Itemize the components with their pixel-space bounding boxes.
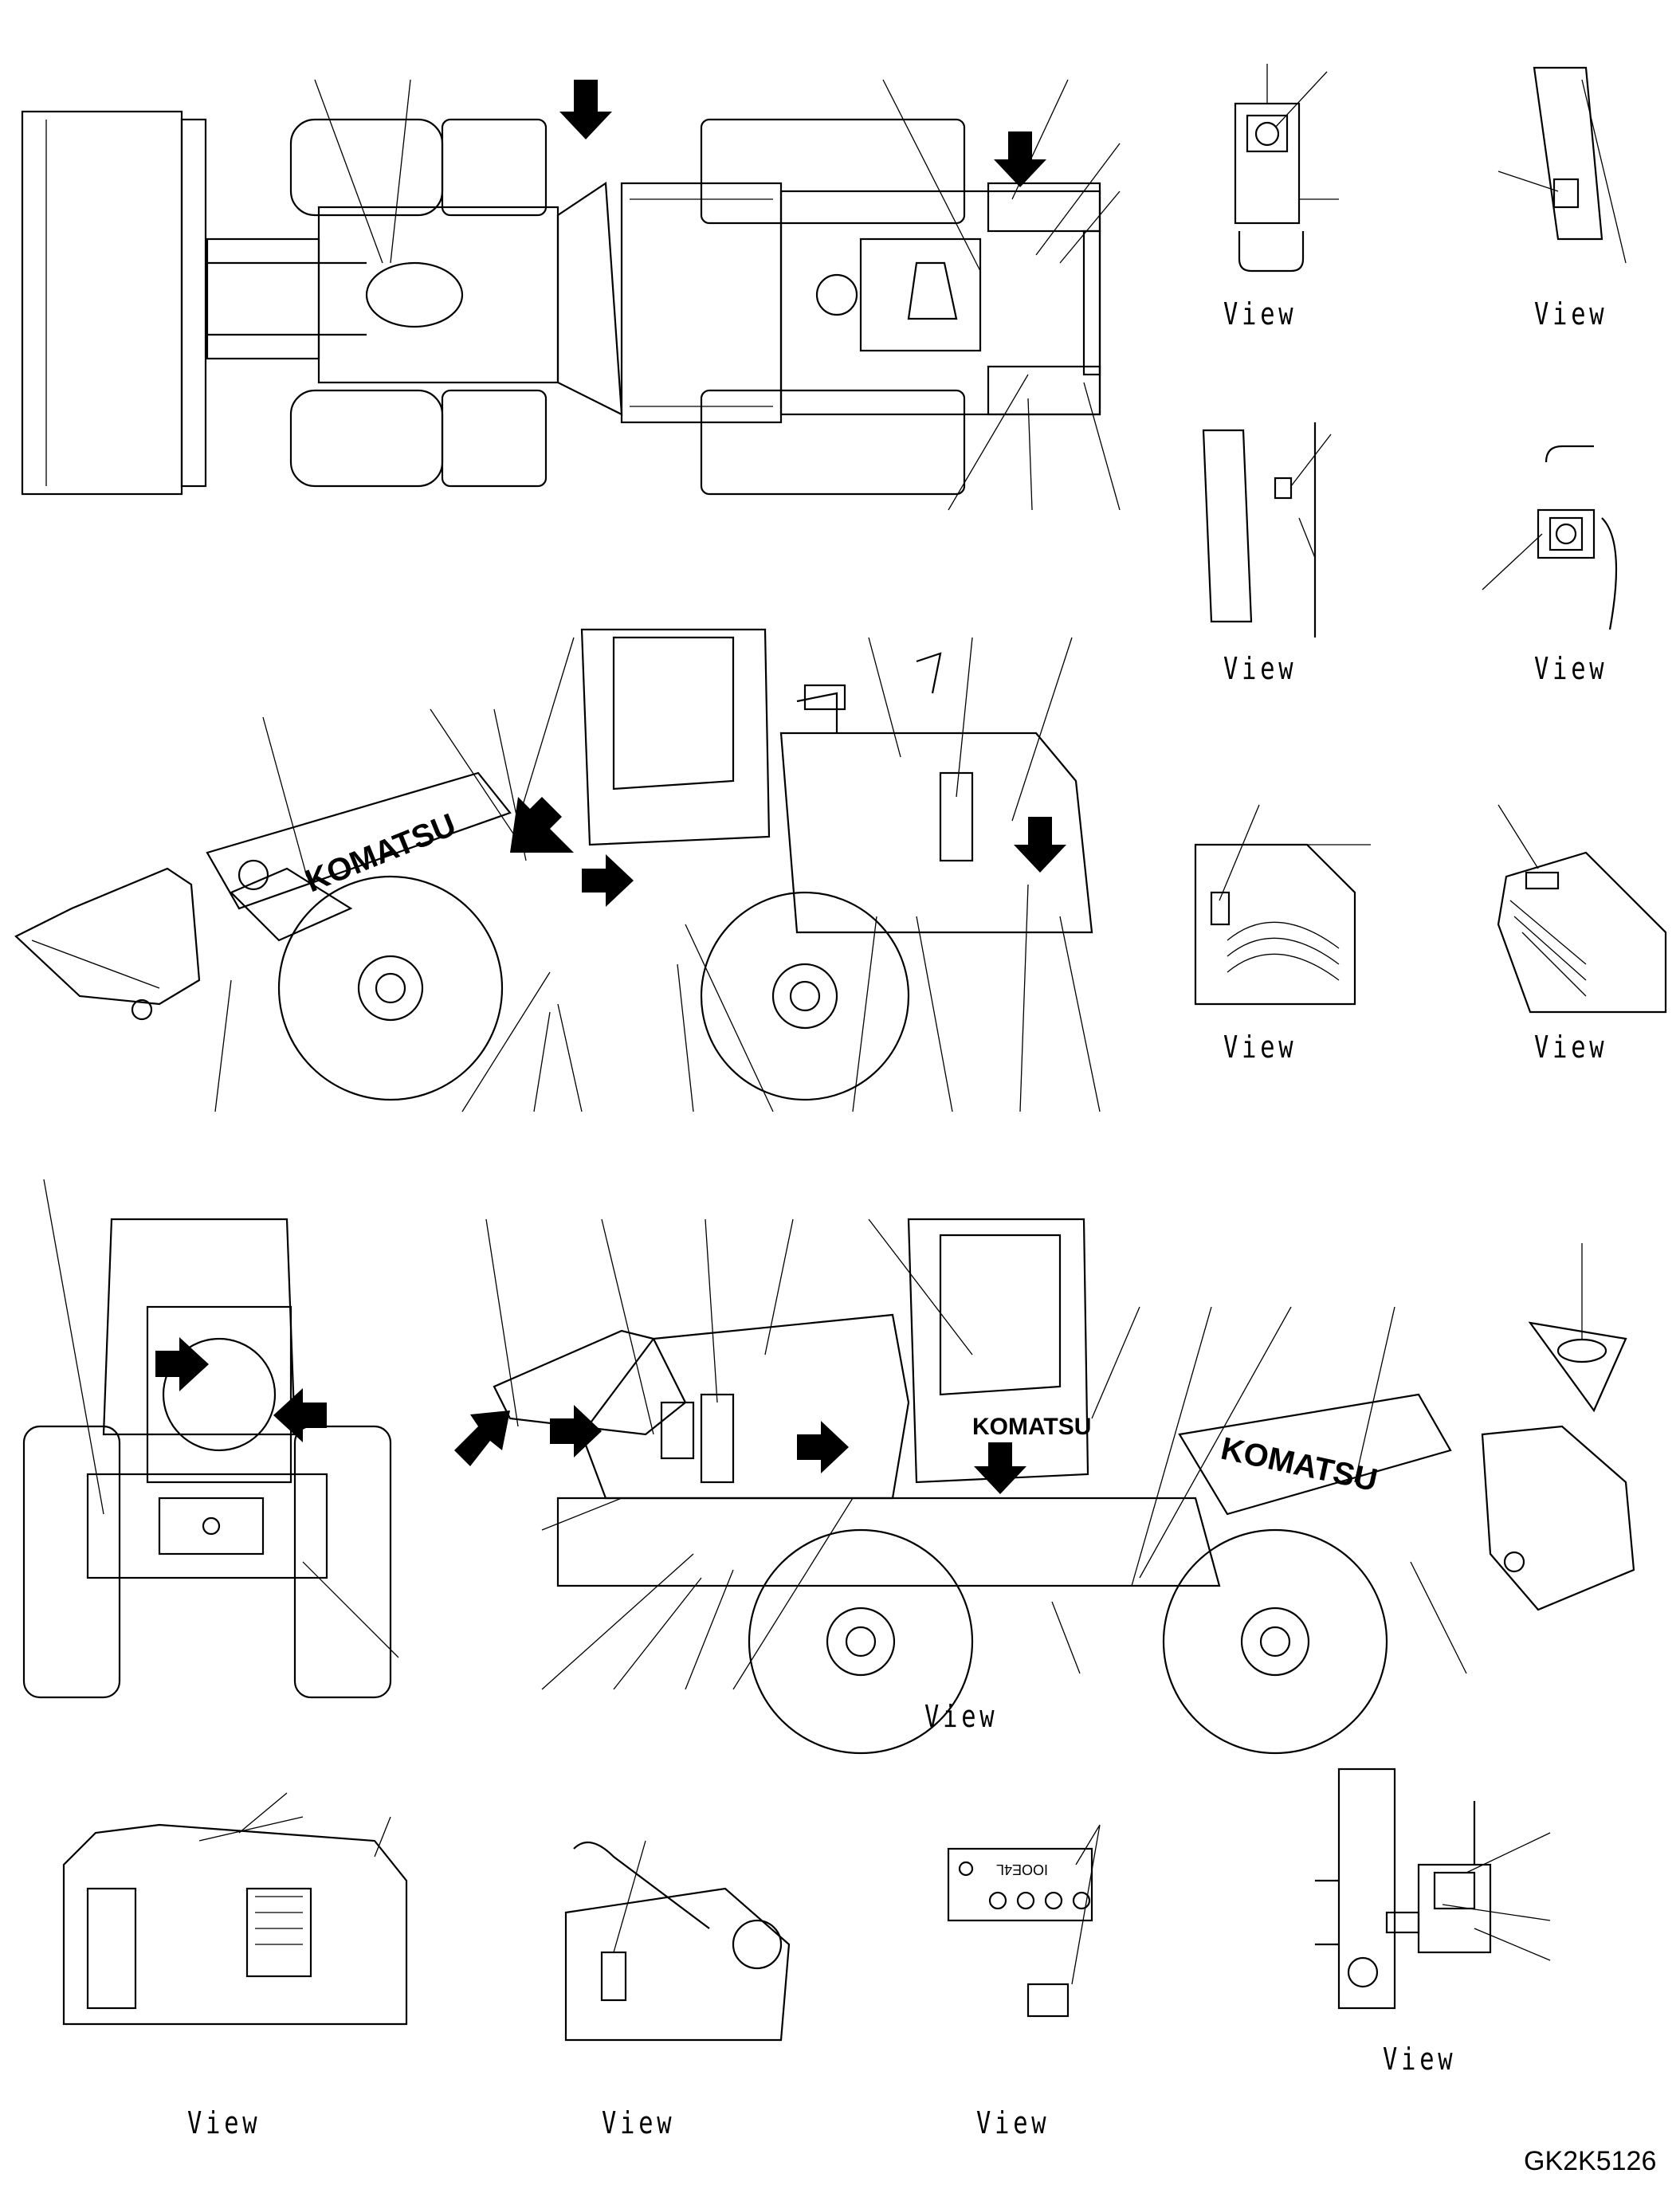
view-label: View <box>1223 651 1297 686</box>
detail-bottom-1 <box>62 1792 408 2026</box>
drawing-code: GK2K5126 <box>1524 2146 1657 2176</box>
detail-mid-1 <box>1202 422 1332 638</box>
detail-mid-2 <box>1482 445 1618 630</box>
view-label: View <box>602 2105 676 2140</box>
view-label: View <box>187 2105 261 2140</box>
side-view-left: KOMATSU <box>14 628 1101 1112</box>
top-plan-view <box>21 79 1121 511</box>
side-view-right: KOMATSU KOMATSU <box>454 1218 1635 1755</box>
decal-text: IOOE4L <box>996 1862 1048 1877</box>
komatsu-logo-left: KOMATSU <box>300 807 461 899</box>
view-label: View <box>1534 296 1608 332</box>
komatsu-logo-right: KOMATSU <box>1218 1431 1380 1498</box>
detail-top-1 <box>1234 64 1339 273</box>
view-label: View <box>976 2105 1050 2140</box>
detail-bottom-4 <box>1315 1767 1551 2010</box>
front-view <box>22 1179 399 1699</box>
komatsu-logo-cab: KOMATSU <box>972 1414 1091 1440</box>
view-label: View <box>1223 1030 1297 1065</box>
detail-bottom-2 <box>564 1840 791 2042</box>
view-label: View <box>1534 1030 1608 1065</box>
detail-top-2 <box>1497 66 1627 264</box>
view-label: View <box>1534 651 1608 686</box>
detail-bottom-3: IOOE4L <box>947 1824 1101 2018</box>
detail-side-2 <box>1497 804 1667 1014</box>
view-label: View <box>1383 2042 1457 2077</box>
view-label: View <box>924 1699 999 1734</box>
detail-side-1 <box>1194 804 1371 1006</box>
view-label: View <box>1223 296 1297 332</box>
